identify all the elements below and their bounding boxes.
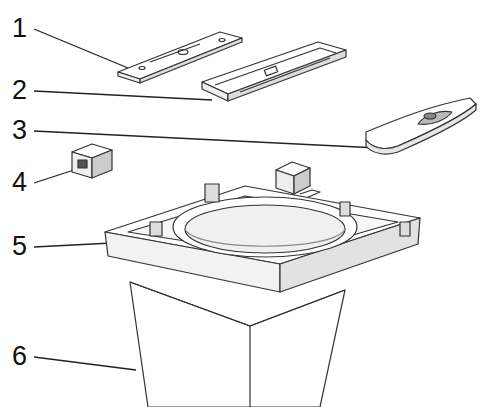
callout-number: 5 bbox=[12, 233, 27, 260]
callout-number: 3 bbox=[12, 117, 27, 144]
top-frame bbox=[105, 184, 420, 292]
cabinet-body bbox=[130, 282, 345, 407]
control-panel bbox=[366, 98, 476, 154]
hinge-block bbox=[72, 144, 112, 178]
callout-number: 4 bbox=[12, 169, 27, 196]
callout-number: 2 bbox=[12, 77, 27, 104]
callout-number: 6 bbox=[12, 343, 27, 370]
lid-tray bbox=[202, 42, 346, 101]
callout-number: 1 bbox=[12, 15, 27, 42]
